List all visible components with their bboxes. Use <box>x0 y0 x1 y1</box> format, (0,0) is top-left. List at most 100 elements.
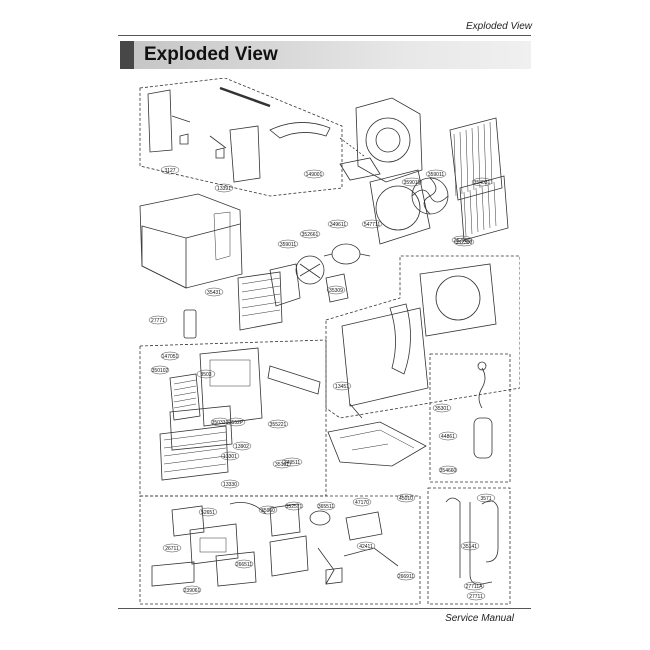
title-accent-block <box>120 41 134 69</box>
part-label: 352300 <box>453 237 475 247</box>
svg-text:359011: 359011 <box>280 242 297 248</box>
front-filter <box>237 271 283 331</box>
exploded-view-drawing: 3127 13391 149001 359011 359015 354031 2… <box>139 78 520 605</box>
part-label: 359011 <box>277 239 299 249</box>
control-cover-strip <box>267 365 321 395</box>
front-panel <box>199 347 263 427</box>
svg-text:13391: 13391 <box>217 186 231 192</box>
part-label: 47170 <box>352 497 372 507</box>
svg-text:3571: 3571 <box>480 496 491 502</box>
part-label: 547711 <box>361 219 383 229</box>
svg-text:35960: 35960 <box>261 508 275 514</box>
part-label: 365511 <box>316 501 336 511</box>
bracket-part <box>179 133 189 145</box>
svg-text:352571: 352571 <box>286 504 303 510</box>
part-label: 42411 <box>356 541 376 551</box>
part-label: 27711 <box>466 591 486 601</box>
svg-text:35301: 35301 <box>435 406 449 412</box>
evaporator-coil <box>459 175 509 241</box>
part-label: 27711A <box>463 581 485 591</box>
svg-text:35141: 35141 <box>463 544 477 550</box>
base-pan <box>327 421 427 467</box>
svg-text:547711: 547711 <box>364 222 381 228</box>
svg-text:3503: 3503 <box>200 372 211 378</box>
part-label: 35309 <box>326 285 346 295</box>
svg-text:252901: 252901 <box>454 238 471 244</box>
part-label: 266911 <box>396 571 416 581</box>
base-plate-small <box>339 157 381 181</box>
svg-text:44861: 44861 <box>441 434 455 440</box>
part-label: 26711 <box>162 543 182 553</box>
control-box <box>171 505 205 537</box>
svg-text:47170: 47170 <box>355 500 369 506</box>
part-label: 355221 <box>267 419 289 429</box>
scroll-inlet <box>269 263 301 307</box>
capacitor <box>309 510 331 526</box>
svg-text:27771: 27771 <box>151 318 165 324</box>
relay-board <box>269 503 301 537</box>
part-label: 359015 <box>401 177 423 187</box>
part-label: 13902 <box>232 441 252 451</box>
svg-text:13330: 13330 <box>223 482 237 488</box>
running-header: Exploded View <box>466 21 532 32</box>
svg-text:45010: 45010 <box>399 496 413 502</box>
svg-text:13902: 13902 <box>235 444 249 450</box>
part-label: 354031 <box>471 177 493 187</box>
part-label: 359011 <box>425 169 447 179</box>
svg-text:239061: 239061 <box>184 588 201 594</box>
refrigerant-tubes-group <box>427 487 511 605</box>
part-label: 35101 <box>272 459 292 469</box>
part-label: 350331 <box>210 417 230 427</box>
svg-text:147051: 147051 <box>162 354 179 360</box>
part-label: 147051 <box>160 351 180 361</box>
cabinet-case <box>139 193 243 289</box>
inlet-grille <box>159 425 229 481</box>
running-footer: Service Manual <box>445 613 514 624</box>
filter-frame <box>169 405 233 451</box>
svg-text:359011: 359011 <box>428 172 445 178</box>
part-label: 252901 <box>451 235 473 245</box>
suction-pipe <box>445 497 493 585</box>
fan-shroud <box>355 97 423 183</box>
power-cord-plug <box>325 567 343 585</box>
svg-text:266911: 266911 <box>398 574 415 580</box>
svg-text:359015: 359015 <box>404 180 421 186</box>
blower-wheel <box>295 255 325 285</box>
part-label: 354660 <box>438 465 458 475</box>
svg-text:355221: 355221 <box>270 422 287 428</box>
svg-text:3127: 3127 <box>164 168 175 174</box>
svg-text:27711A: 27711A <box>466 584 484 590</box>
control-arm <box>269 122 331 139</box>
svg-text:350102: 350102 <box>152 368 169 374</box>
svg-text:365511: 365511 <box>318 504 335 510</box>
part-label: 35301 <box>432 403 452 413</box>
svg-text:27711: 27711 <box>469 594 483 600</box>
svg-text:354031: 354031 <box>474 180 491 186</box>
part-label: 149001 <box>303 169 325 179</box>
part-label: 45010 <box>396 493 416 503</box>
discharge-pipe <box>481 500 499 563</box>
side-frame-right <box>229 125 261 183</box>
part-label: 35431 <box>204 287 224 297</box>
part-label: 13391 <box>214 183 234 193</box>
air-guide-frame <box>341 307 429 407</box>
svg-text:3552P: 3552P <box>229 420 244 426</box>
shroud-ring <box>365 117 411 163</box>
part-label: 3127 <box>160 165 180 175</box>
terminal-block <box>345 511 383 541</box>
svg-text:354660: 354660 <box>440 468 457 474</box>
header-rule <box>118 35 531 36</box>
part-label: 239061 <box>182 585 202 595</box>
svg-text:35309: 35309 <box>329 288 343 294</box>
svg-text:26711: 26711 <box>165 546 179 552</box>
remote-controller <box>183 309 197 339</box>
page-title: Exploded View <box>144 44 278 65</box>
bracket-part-2 <box>215 147 225 159</box>
electrical-parts-group <box>139 495 421 605</box>
control-board <box>189 523 239 565</box>
part-label: 349611 <box>327 219 349 229</box>
part-label: 52651 <box>198 507 218 517</box>
svg-text:13451: 13451 <box>335 384 349 390</box>
part-label: 350102 <box>150 365 170 375</box>
svg-text:352661: 352661 <box>302 232 319 238</box>
